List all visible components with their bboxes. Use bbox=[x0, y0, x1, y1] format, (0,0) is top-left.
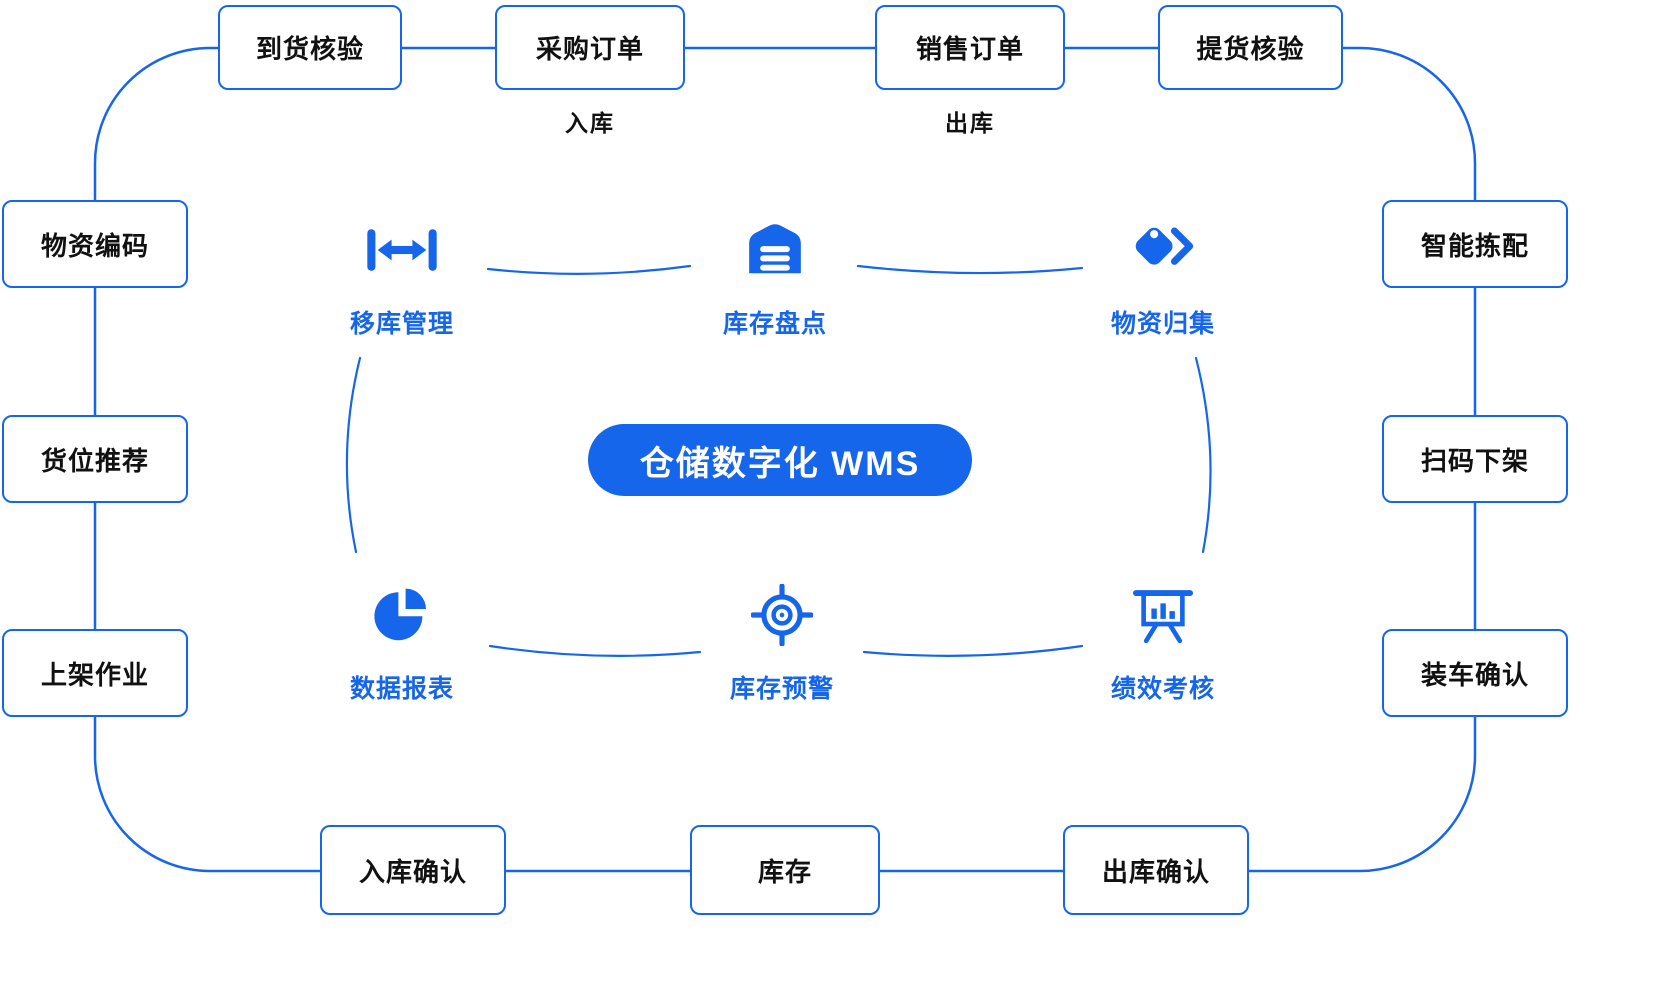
move-transfer-icon bbox=[365, 210, 439, 290]
presentation-chart-icon bbox=[1132, 575, 1194, 655]
node-label: 上架作业 bbox=[40, 659, 149, 690]
node-loading-confirm: 装车确认 bbox=[1382, 629, 1568, 717]
node-label: 智能拣配 bbox=[1420, 230, 1529, 261]
node-label: 货位推荐 bbox=[40, 445, 149, 476]
node-sales-order: 销售订单 bbox=[875, 5, 1065, 90]
node-slot-recommend: 货位推荐 bbox=[2, 415, 188, 503]
node-purchase-order: 采购订单 bbox=[495, 5, 685, 90]
inner-ring-lines bbox=[345, 264, 1212, 657]
feature-label: 绩效考核 bbox=[1110, 675, 1215, 703]
node-smart-picking: 智能拣配 bbox=[1382, 200, 1568, 288]
feature-material-collection: 物资归集 bbox=[1053, 210, 1273, 340]
node-inventory: 库存 bbox=[690, 825, 880, 915]
node-label: 采购订单 bbox=[535, 34, 644, 64]
pie-chart-icon bbox=[372, 575, 432, 655]
feature-label: 物资归集 bbox=[1110, 310, 1215, 338]
node-scan-unshelve: 扫码下架 bbox=[1382, 415, 1568, 503]
node-label: 入库确认 bbox=[358, 856, 467, 887]
center-title: 仓储数字化 WMS bbox=[639, 444, 921, 483]
feature-label: 移库管理 bbox=[349, 310, 454, 338]
feature-stocktaking: 库存盘点 bbox=[665, 210, 885, 340]
node-label: 到货核验 bbox=[255, 34, 364, 64]
feature-label: 库存盘点 bbox=[722, 310, 827, 338]
inbound-sublabel: 入库 bbox=[565, 110, 615, 136]
node-inbound-confirm: 入库确认 bbox=[320, 825, 506, 915]
feature-label: 数据报表 bbox=[349, 675, 454, 703]
target-icon bbox=[751, 575, 813, 655]
feature-data-reports: 数据报表 bbox=[292, 575, 512, 705]
node-label: 物资编码 bbox=[40, 230, 149, 261]
node-pickup-check: 提货核验 bbox=[1158, 5, 1343, 90]
node-label: 提货核验 bbox=[1196, 34, 1305, 64]
outbound-sublabel: 出库 bbox=[945, 110, 995, 136]
warehouse-icon bbox=[744, 210, 806, 290]
feature-label: 库存预警 bbox=[729, 675, 834, 703]
node-label: 装车确认 bbox=[1420, 659, 1529, 690]
center-title-pill: 仓储数字化 WMS bbox=[588, 424, 972, 496]
feature-performance-review: 绩效考核 bbox=[1053, 575, 1273, 705]
node-label: 库存 bbox=[757, 856, 812, 887]
feature-stock-alert: 库存预警 bbox=[672, 575, 892, 705]
node-label: 扫码下架 bbox=[1420, 445, 1529, 476]
feature-transfer-management: 移库管理 bbox=[292, 210, 512, 340]
tags-icon bbox=[1130, 210, 1196, 290]
node-arrival-check: 到货核验 bbox=[218, 5, 402, 90]
node-material-coding: 物资编码 bbox=[2, 200, 188, 288]
node-label: 出库确认 bbox=[1101, 856, 1210, 887]
node-label: 销售订单 bbox=[915, 34, 1024, 64]
node-shelving-job: 上架作业 bbox=[2, 629, 188, 717]
node-outbound-confirm: 出库确认 bbox=[1063, 825, 1249, 915]
